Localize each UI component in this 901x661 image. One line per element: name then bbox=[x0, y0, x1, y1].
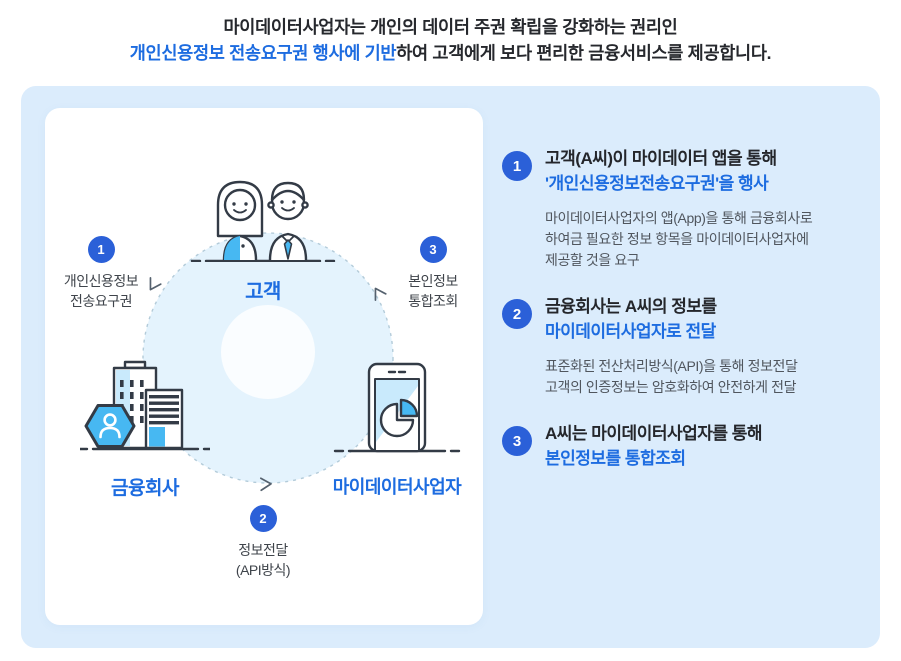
header-line1: 마이데이터사업자는 개인의 데이터 주권 확립을 강화하는 권리인 bbox=[223, 17, 678, 37]
diagram-card: 고객 bbox=[45, 108, 483, 625]
cycle-step-2-label: 정보전달 (API방식) bbox=[235, 542, 291, 578]
step-2-title: 금융회사는 A씨의 정보를 마이데이터사업자로 전달 bbox=[545, 294, 798, 344]
customer-label: 고객 bbox=[245, 281, 281, 303]
mydata-app-icon bbox=[333, 362, 461, 453]
explanation-step-3: 3 A씨는 마이데이터사업자를 통해 본인정보를 통합조회 bbox=[502, 421, 880, 471]
step-1-number-badge: 1 bbox=[502, 151, 532, 181]
mydata-operator-label: 마이데이터사업자 bbox=[332, 477, 462, 497]
node-customer: 고객 bbox=[188, 170, 338, 304]
header-line2: 개인신용정보 전송요구권 행사에 기반하여 고객에게 보다 편리한 금융서비스를… bbox=[0, 40, 901, 66]
node-mydata-operator: 마이데이터사업자 bbox=[327, 360, 467, 499]
cycle-step-1-label: 개인신용정보 전송요구권 bbox=[63, 273, 139, 309]
step-2-body: 표준화된 전산처리방식(API)을 통해 정보전달 고객의 인증정보는 암호화하… bbox=[545, 358, 798, 395]
cycle-step-3-badge: 3 bbox=[419, 236, 447, 263]
step-1-title-line1: 고객(A씨)이 마이데이터 앱을 통해 bbox=[545, 149, 777, 168]
flow-arrow-left-icon bbox=[149, 277, 162, 291]
flow-arrow-right-icon bbox=[374, 287, 387, 301]
inner-highlight-circle bbox=[221, 305, 315, 399]
info-panel: 고객 bbox=[21, 86, 880, 648]
cycle-step-2-badge: 2 bbox=[249, 505, 277, 532]
financial-company-label: 금융회사 bbox=[111, 478, 179, 499]
step-1-body: 마이데이터사업자의 앱(App)을 통해 금융회사로 하여금 필요한 정보 항목… bbox=[545, 210, 813, 268]
step-3-title: A씨는 마이데이터사업자를 통해 본인정보를 통합조회 bbox=[545, 421, 763, 471]
flow-arrow-bottom-icon bbox=[259, 477, 272, 492]
cycle-step-1-badge: 1 bbox=[87, 236, 115, 263]
page-header: 마이데이터사업자는 개인의 데이터 주권 확립을 강화하는 권리인 개인신용정보… bbox=[0, 14, 901, 66]
step-3-title-line2: 본인정보를 통합조회 bbox=[545, 449, 686, 468]
header-line2-rest: 하여 고객에게 보다 편리한 금융서비스를 제공합니다. bbox=[396, 43, 772, 63]
step-2-number-badge: 2 bbox=[502, 299, 532, 329]
cycle-flow-diagram bbox=[142, 232, 394, 492]
header-line2-highlight: 개인신용정보 전송요구권 행사에 기반 bbox=[129, 43, 397, 63]
step-2-title-line1: 금융회사는 A씨의 정보를 bbox=[545, 297, 717, 316]
cycle-step-2: 2 정보전달 (API방식) bbox=[213, 505, 313, 580]
explanation-step-2: 2 금융회사는 A씨의 정보를 마이데이터사업자로 전달 표준화된 전산처리방식… bbox=[502, 294, 880, 398]
person-hexagon-badge-icon bbox=[84, 404, 136, 448]
step-3-title-line1: A씨는 마이데이터사업자를 통해 bbox=[545, 424, 763, 443]
step-1-title: 고객(A씨)이 마이데이터 앱을 통해 '개인신용정보전송요구권'을 행사 bbox=[545, 146, 812, 196]
financial-company-icon bbox=[78, 360, 212, 451]
cycle-step-1: 1 개인신용정보 전송요구권 bbox=[55, 236, 147, 311]
explanation-step-1: 1 고객(A씨)이 마이데이터 앱을 통해 '개인신용정보전송요구권'을 행사 … bbox=[502, 146, 880, 271]
cycle-step-3: 3 본인정보 통합조회 bbox=[387, 236, 479, 311]
cycle-step-3-label: 본인정보 통합조회 bbox=[408, 273, 458, 309]
step-3-number-badge: 3 bbox=[502, 426, 532, 456]
node-financial-company: 금융회사 bbox=[78, 358, 212, 500]
step-1-title-line2: '개인신용정보전송요구권'을 행사 bbox=[545, 174, 769, 193]
step-2-title-line2: 마이데이터사업자로 전달 bbox=[545, 322, 716, 341]
two-people-icon bbox=[190, 180, 336, 263]
